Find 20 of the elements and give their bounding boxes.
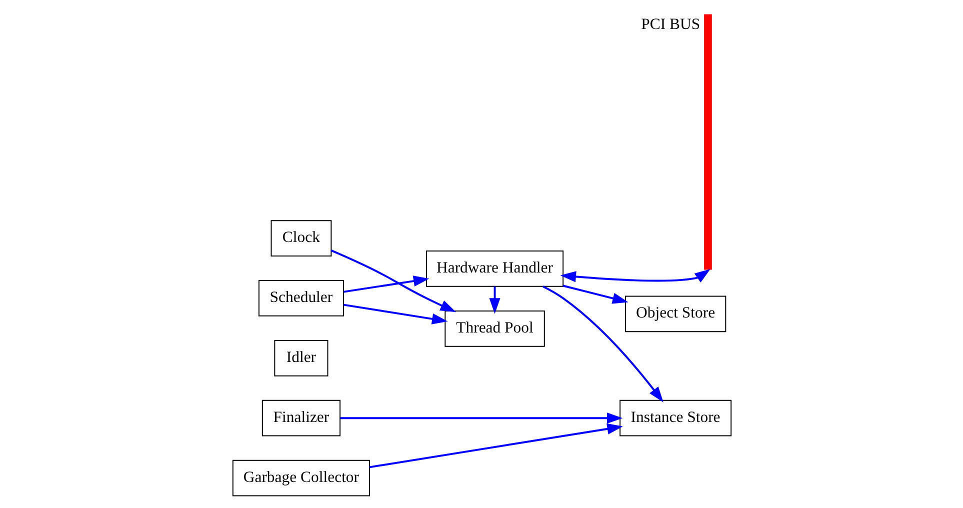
- node-box: Idler: [274, 340, 328, 376]
- node-label: PCI BUS: [640, 16, 700, 33]
- node-box: Finalizer: [261, 400, 340, 436]
- node-box: Object Store: [624, 296, 726, 332]
- arrow: [330, 250, 456, 312]
- node-box: Hardware Handler: [426, 250, 564, 287]
- node-box: Thread Pool: [444, 310, 544, 347]
- arrow: [562, 284, 628, 304]
- node-box: [704, 14, 712, 270]
- arrow: [343, 276, 429, 293]
- arrow: [542, 286, 663, 402]
- node-box: Instance Store: [619, 400, 732, 436]
- arrow: [340, 412, 622, 424]
- node-box: Scheduler: [258, 280, 344, 316]
- arrow: [560, 269, 710, 283]
- arrow: [343, 304, 448, 324]
- node-box: Garbage Collector: [232, 460, 370, 496]
- node-box: Clock: [270, 220, 332, 256]
- arrow: [488, 286, 500, 314]
- arrow: [368, 423, 622, 468]
